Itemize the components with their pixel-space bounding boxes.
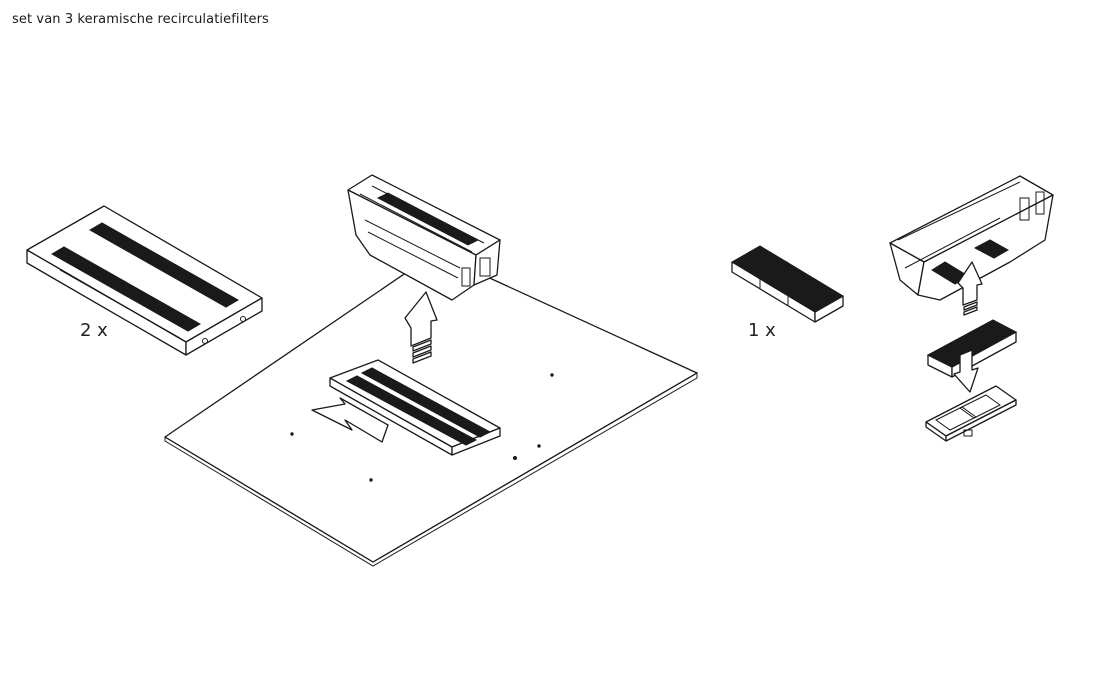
inserted-filter-plate-icon <box>329 359 501 456</box>
quantity-label-plates: 2 x <box>80 320 108 341</box>
hood-module-icon <box>347 174 501 301</box>
arrow-slide-icon <box>311 397 389 443</box>
ceramic-filter-block-icon <box>731 245 844 323</box>
ceramic-filter-insert-icon <box>926 319 1018 378</box>
arrow-up-icon <box>404 291 438 364</box>
filter-plate-icon <box>26 205 263 356</box>
hood-module-right-icon <box>889 175 1054 301</box>
quantity-label-filters: 1 x <box>748 320 776 341</box>
filter-tray-icon <box>925 385 1017 442</box>
arrow-up-right-icon <box>957 261 983 316</box>
arrow-down-icon <box>953 349 979 393</box>
page-title: set van 3 keramische recirculatiefilters <box>12 12 269 27</box>
